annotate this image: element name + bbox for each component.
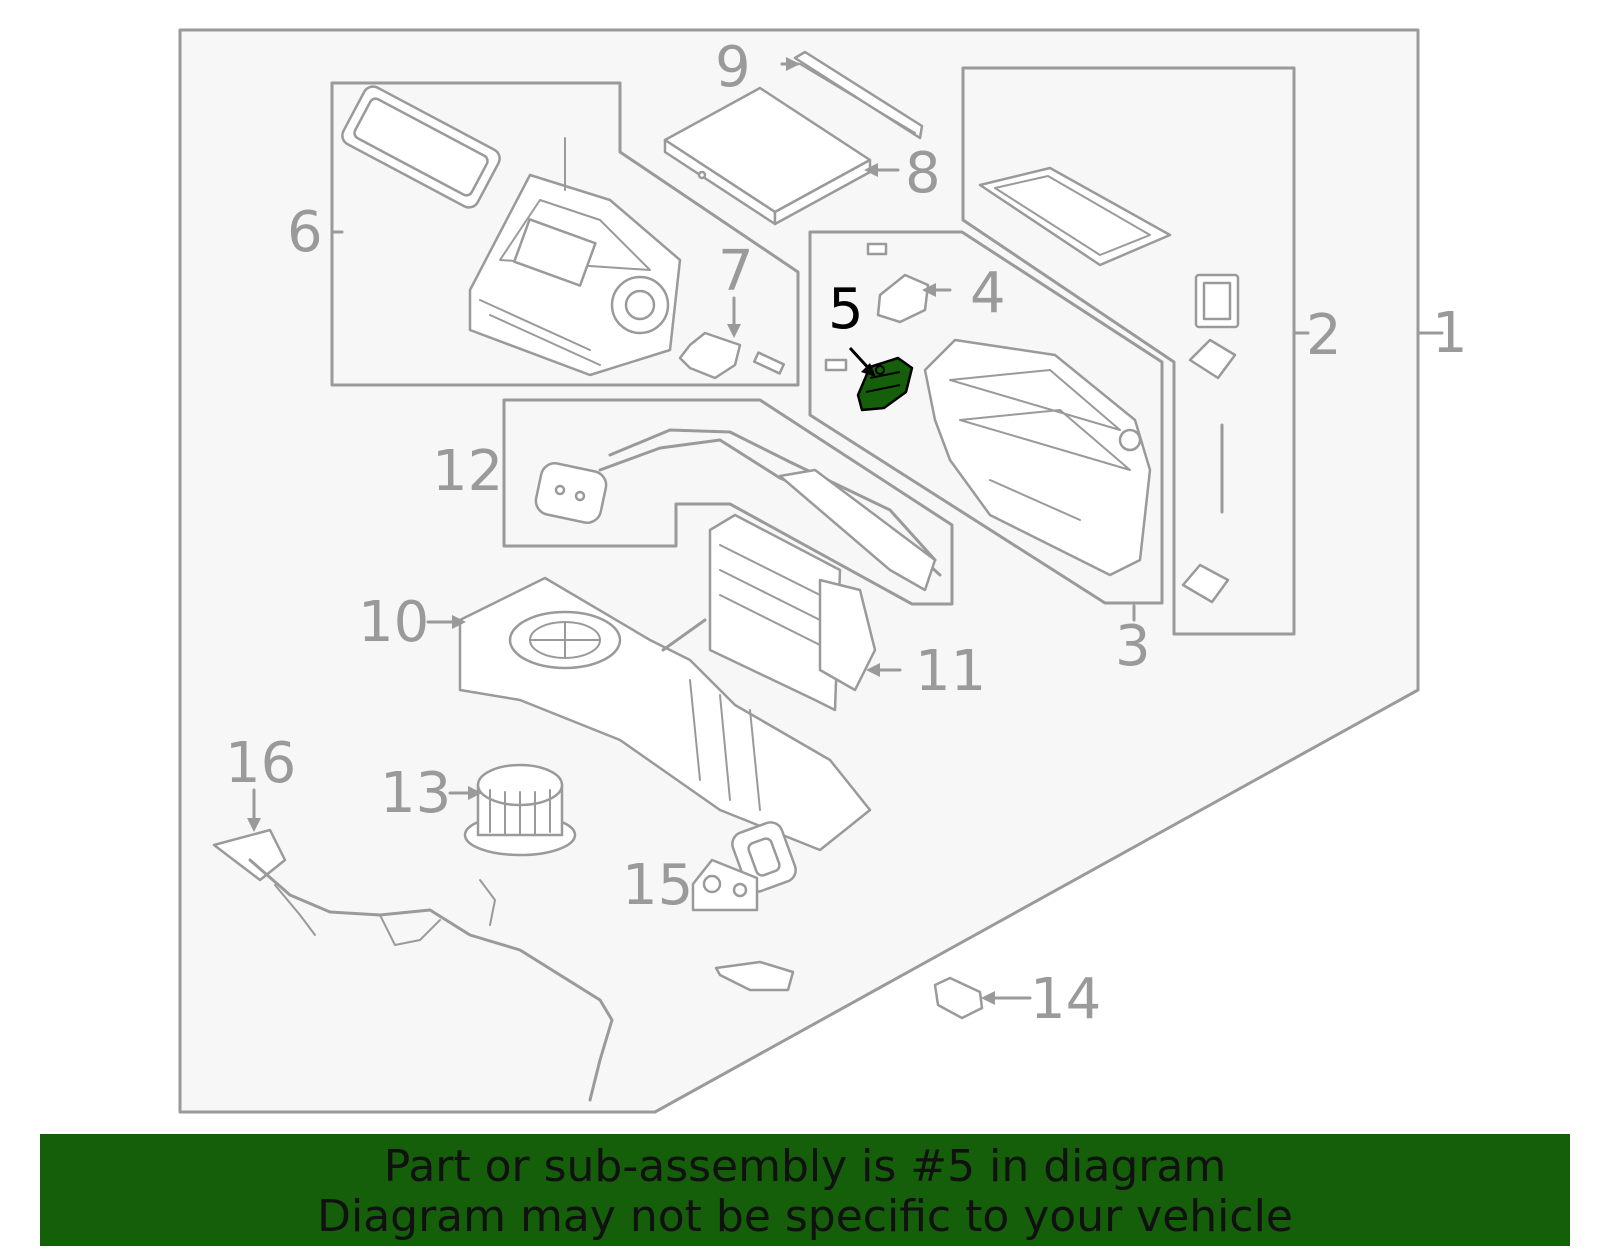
callout-4: 4 <box>970 261 1006 326</box>
callout-8: 8 <box>905 141 941 206</box>
banner-line-1: Part or sub-assembly is #5 in diagram <box>383 1141 1227 1192</box>
leader-lines <box>247 57 1444 1005</box>
part-6-case <box>341 85 682 377</box>
part-7-actuator <box>678 331 786 380</box>
part-16-harness <box>212 828 614 1102</box>
part-13-blower-motor <box>463 763 577 857</box>
callout-13: 13 <box>380 761 451 826</box>
callout-3: 3 <box>1115 614 1151 679</box>
callout-2: 2 <box>1306 303 1342 368</box>
part-11-evaporator <box>708 513 877 712</box>
callout-9: 9 <box>715 35 751 100</box>
callout-16: 16 <box>225 731 296 796</box>
part-8-filter <box>663 86 872 226</box>
callout-14: 14 <box>1030 967 1101 1032</box>
part-12-duct <box>534 428 942 592</box>
callout-6: 6 <box>287 200 323 265</box>
part-2-components <box>978 166 1240 604</box>
part-15-gasket <box>691 821 797 992</box>
part-10-case <box>458 576 872 852</box>
part-9-filter-door <box>793 50 924 140</box>
callout-7: 7 <box>718 239 754 304</box>
callout-5: 5 <box>828 277 864 342</box>
callout-15: 15 <box>622 853 693 918</box>
callout-10: 10 <box>358 590 429 655</box>
banner-line-2: Diagram may not be specific to your vehi… <box>317 1191 1293 1242</box>
callout-1: 1 <box>1432 301 1468 366</box>
part-4-actuator <box>866 242 930 324</box>
part-3-case <box>824 338 1152 577</box>
part-14-sensor <box>933 976 984 1020</box>
callout-11: 11 <box>915 639 986 704</box>
info-banner: Part or sub-assembly is #5 in diagram Di… <box>40 1134 1570 1246</box>
callout-12: 12 <box>432 439 503 504</box>
